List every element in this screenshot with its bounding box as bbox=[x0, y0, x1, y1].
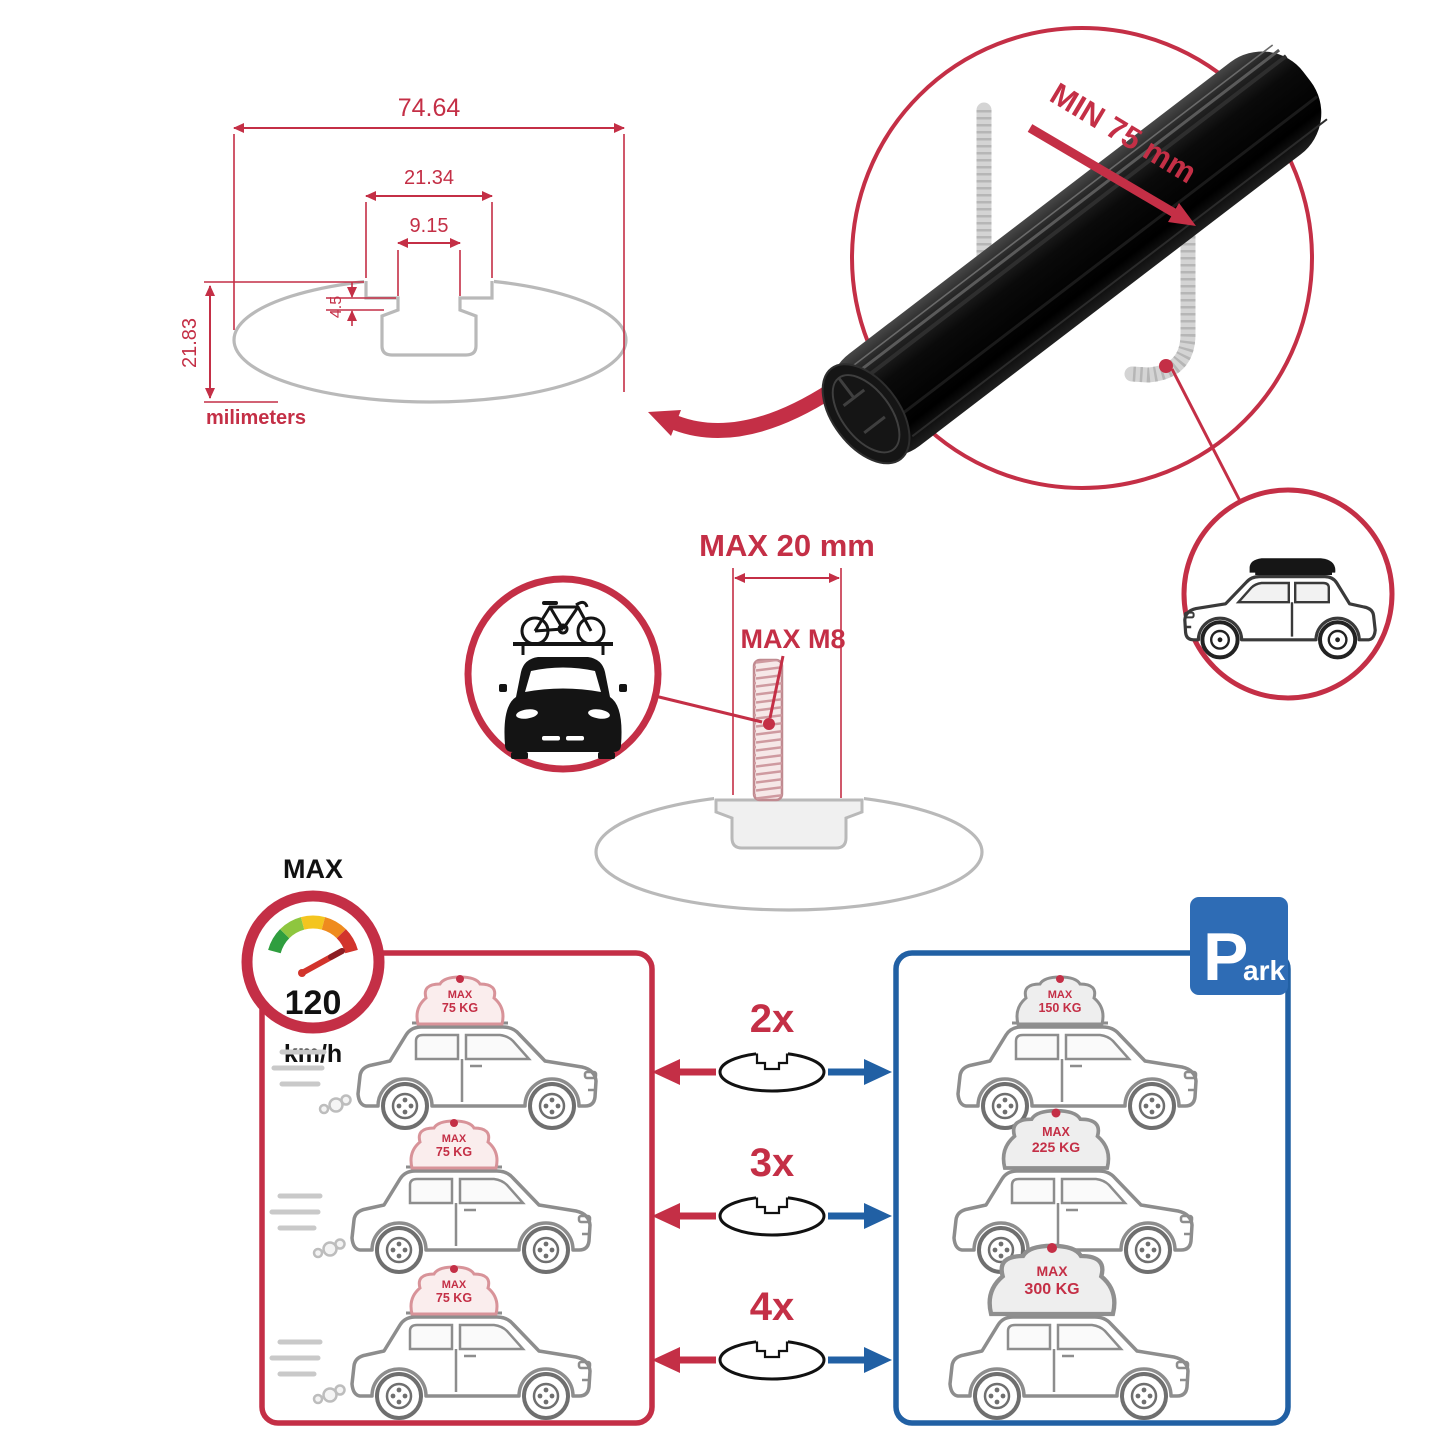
multiplier-label-3: 4x bbox=[750, 1285, 795, 1329]
parked-load-3-line2: 300 KG bbox=[1024, 1281, 1079, 1298]
min-span-arrow bbox=[1027, 124, 1196, 226]
park-sign: P ark bbox=[1190, 897, 1288, 995]
driving-load-2-line1: MAX bbox=[442, 1133, 467, 1145]
gauge-arc bbox=[268, 915, 358, 954]
unit-label: milimeters bbox=[206, 407, 306, 429]
multiplier-label-2: 3x bbox=[750, 1141, 795, 1185]
parked-load-1-line2: 150 KG bbox=[1038, 1001, 1081, 1015]
speed-value: 120 bbox=[285, 984, 342, 1022]
bracket-dot bbox=[1159, 359, 1173, 373]
car-front-icon bbox=[499, 657, 627, 759]
driving-car-row bbox=[269, 1313, 590, 1418]
bolt-dot bbox=[763, 718, 775, 730]
comparison-rows: 2x 3x 4x bbox=[652, 997, 892, 1381]
parked-panel: MAX 150 KG MAX 225 KG MAX 300 KG bbox=[950, 975, 1196, 1418]
multiplier-label-1: 2x bbox=[750, 997, 795, 1041]
park-rest: ark bbox=[1243, 955, 1285, 986]
driving-load-3-line1: MAX bbox=[442, 1279, 467, 1291]
driving-panel: MAX 75 KG MAX 75 KG MAX 75 KG bbox=[269, 975, 596, 1418]
driving-car-row bbox=[271, 1023, 596, 1128]
parked-load-1-line1: MAX bbox=[1048, 989, 1073, 1001]
car-front-bike-circle bbox=[464, 575, 763, 773]
driving-load-1-line2: 75 KG bbox=[442, 1001, 478, 1015]
gauge-needle bbox=[298, 948, 345, 977]
dimension-diagram: 74.64 21.34 9.15 4.5 21.83 milimeters bbox=[179, 94, 628, 429]
total-width-label: 74.64 bbox=[398, 94, 461, 122]
suv-roofbox-icon bbox=[1183, 558, 1377, 660]
crossbar-end-icon bbox=[718, 1191, 826, 1237]
slot-step-depth-label: 4.5 bbox=[328, 296, 345, 318]
driving-load-1-line1: MAX bbox=[448, 989, 473, 1001]
suv-circle bbox=[1170, 368, 1395, 701]
pointer-arrow bbox=[648, 382, 840, 439]
slot-outer-width-label: 21.34 bbox=[404, 167, 454, 189]
bolt-thread-label: MAX M8 bbox=[740, 624, 845, 654]
parked-load-2-line1: MAX bbox=[1042, 1125, 1070, 1139]
slot-inner-width-label: 9.15 bbox=[410, 215, 449, 237]
park-letter: P bbox=[1203, 919, 1248, 995]
speedometer-icon: MAX 120 km/h bbox=[241, 854, 385, 1068]
bicycle-icon bbox=[513, 600, 613, 655]
crossbar-zoom-circle: MIN 75 mm bbox=[821, 26, 1328, 490]
speed-max-label: MAX bbox=[283, 854, 343, 884]
roof-cargo-box bbox=[1249, 558, 1336, 573]
parked-load-3-line1: MAX bbox=[1036, 1263, 1068, 1279]
driving-car-row bbox=[269, 1167, 590, 1272]
crossbar-end-icon bbox=[718, 1335, 826, 1381]
crossbar-3d bbox=[821, 44, 1328, 465]
bolt-diagram: MAX 20 mm MAX M8 bbox=[594, 528, 984, 912]
driving-load-3-line2: 75 KG bbox=[436, 1291, 472, 1305]
parked-load-2-line2: 225 KG bbox=[1032, 1139, 1080, 1155]
t-slot-adapter bbox=[714, 798, 864, 850]
bolt-length-label: MAX 20 mm bbox=[699, 528, 875, 563]
u-bracket-icon bbox=[1124, 200, 1196, 383]
total-height-label: 21.83 bbox=[179, 318, 201, 368]
crossbar-profile-outline bbox=[232, 272, 628, 404]
crossbar-end-icon bbox=[718, 1047, 826, 1093]
driving-load-2-line2: 75 KG bbox=[436, 1145, 472, 1159]
